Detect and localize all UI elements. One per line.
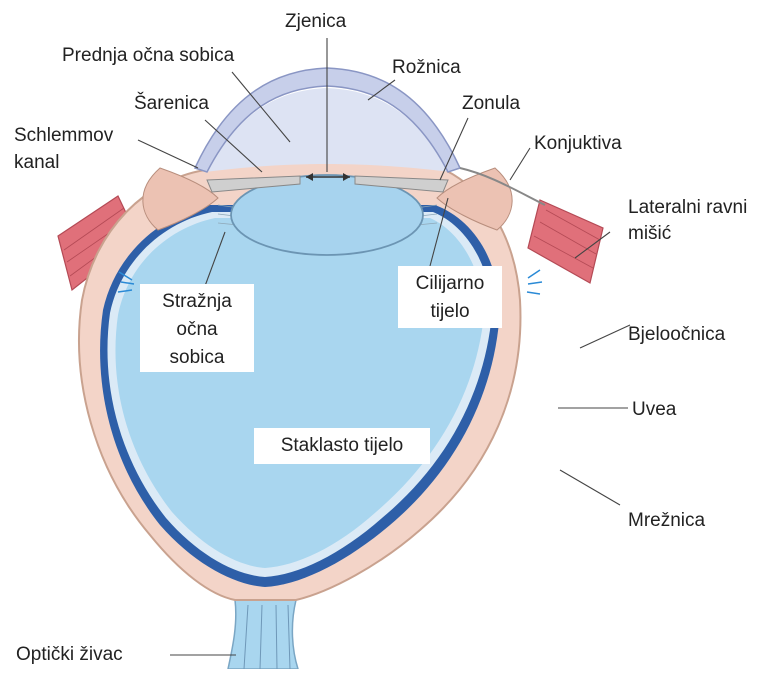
label-konjuktiva: Konjuktiva [534,132,622,155]
label-prednja-ocna-sobica: Prednja očna sobica [62,44,234,67]
label-uvea: Uvea [632,398,676,421]
label-sarenica: Šarenica [134,92,209,115]
label-schlemmov-kanal-1: Schlemmov [14,124,113,147]
label-straznja-3: sobica [140,346,254,369]
label-lateralni-ravni-misic-1: Lateralni ravni [628,196,747,219]
label-straznja-2: očna [140,318,254,341]
label-staklasto-tijelo: Staklasto tijelo [254,428,430,464]
label-zjenica: Zjenica [285,10,346,33]
label-straznja-ocna-sobica: Stražnja očna sobica [140,284,254,372]
label-roznica: Rožnica [392,56,461,79]
label-opticki-zivac: Optički živac [16,643,123,666]
optic-nerve [228,600,298,669]
label-cilijarno-tijelo: Cilijarno tijelo [398,266,502,328]
label-mreznica: Mrežnica [628,509,705,532]
label-straznja-1: Stražnja [140,284,254,313]
label-cilijarno-2: tijelo [398,300,502,323]
label-zonula: Zonula [462,92,520,115]
ciliary-marks-right [527,270,542,294]
label-cilijarno-1: Cilijarno [398,266,502,295]
label-lateralni-ravni-misic-2: mišić [628,222,671,245]
label-bjeloocnica: Bjeloočnica [628,323,725,346]
label-schlemmov-kanal-2: kanal [14,151,59,174]
